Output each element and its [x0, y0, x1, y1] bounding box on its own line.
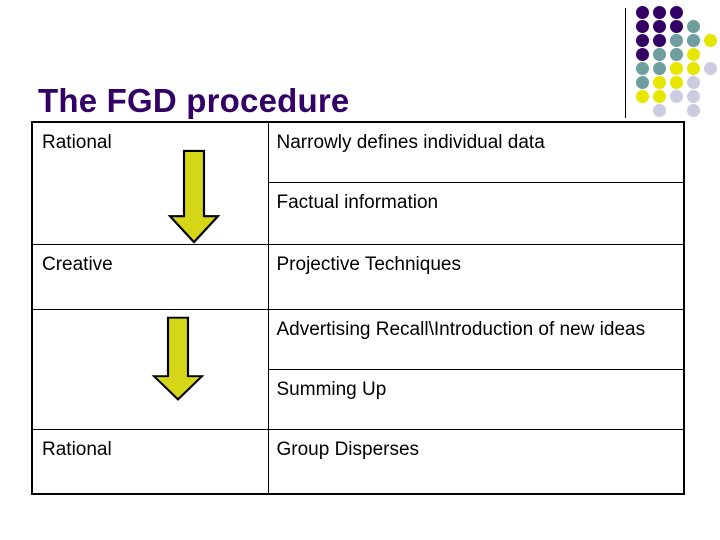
decorative-dot	[687, 90, 700, 103]
decorative-dot	[653, 76, 666, 89]
table-row: Creative Projective Techniques	[31, 243, 685, 310]
stage-label: Rational	[42, 132, 112, 153]
decorative-dot	[636, 6, 649, 19]
decorative-dot	[670, 48, 683, 61]
table-row: Summing Up	[32, 368, 685, 430]
description-cell: Factual information	[267, 181, 685, 245]
description-cell: Advertising Recall\Introduction of new i…	[267, 308, 685, 370]
page-title: The FGD procedure	[38, 82, 350, 120]
arrow-down-icon	[167, 149, 221, 245]
decorative-vertical-rule	[625, 8, 626, 118]
decorative-dot	[653, 62, 666, 75]
decorative-dot	[636, 62, 649, 75]
stage-cell: Creative	[31, 243, 269, 310]
decorative-dot	[704, 62, 717, 75]
stage-cell	[31, 308, 269, 430]
decorative-dot	[636, 90, 649, 103]
decorative-dot	[670, 6, 683, 19]
description-cell: Projective Techniques	[267, 243, 685, 310]
description-cell: Group Disperses	[267, 428, 685, 495]
decorative-dot	[653, 20, 666, 33]
decorative-dot	[670, 20, 683, 33]
decorative-dot	[670, 34, 683, 47]
decorative-dot	[670, 90, 683, 103]
decorative-dot	[704, 34, 717, 47]
decorative-dot	[636, 20, 649, 33]
decorative-dot	[687, 34, 700, 47]
decorative-dot	[670, 76, 683, 89]
stage-cell: Rational	[31, 121, 269, 245]
decorative-dot	[653, 48, 666, 61]
stage-label: Creative	[42, 253, 113, 275]
decorative-dot	[687, 62, 700, 75]
decorative-dot	[653, 6, 666, 19]
stage-cell: Rational	[31, 428, 269, 495]
decorative-dot	[687, 104, 700, 117]
table-row: Factual information	[32, 181, 685, 245]
table-row: Rational Narrowly defines individual data	[31, 121, 685, 245]
decorative-dot	[636, 76, 649, 89]
table-row: Rational Group Disperses	[31, 428, 685, 495]
fgd-procedure-table: Rational Narrowly defines individual data…	[31, 121, 685, 495]
table-row: Advertising Recall\Introduction of new i…	[31, 308, 685, 430]
description-cell: Narrowly defines individual data	[267, 121, 685, 183]
decorative-dot	[687, 20, 700, 33]
decorative-dot	[687, 76, 700, 89]
decorative-dot	[670, 62, 683, 75]
description-cell: Summing Up	[267, 368, 685, 430]
decorative-dot	[636, 48, 649, 61]
decorative-dot	[687, 48, 700, 61]
decorative-dot	[653, 34, 666, 47]
decorative-dot	[653, 90, 666, 103]
stage-label: Rational	[42, 438, 112, 460]
arrow-down-icon	[151, 316, 205, 402]
decorative-dot	[653, 104, 666, 117]
dot-grid-decoration	[636, 6, 720, 122]
decorative-dot	[636, 34, 649, 47]
